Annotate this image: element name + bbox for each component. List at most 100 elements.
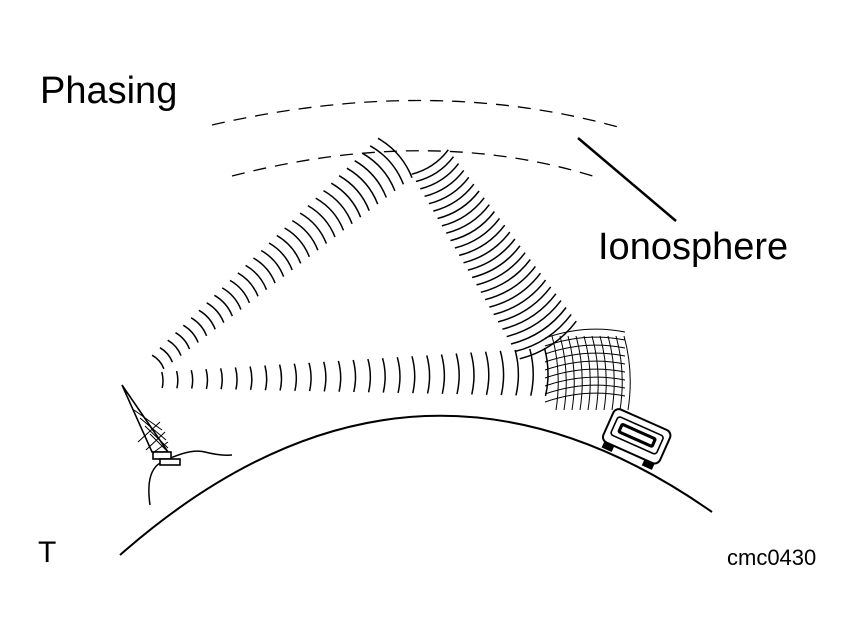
reflected-wave-front — [493, 279, 547, 316]
hatch-line — [544, 368, 626, 379]
ground-wave — [161, 347, 549, 397]
sky-wave-front — [151, 354, 165, 370]
hatch-line — [567, 335, 575, 411]
reflected-wave-front — [497, 286, 552, 323]
reflected-wave-front — [506, 300, 562, 338]
ground-wave-front — [337, 360, 342, 392]
sky-wave-upward — [151, 137, 413, 370]
ground-wave-front — [190, 370, 194, 389]
hatch-line — [623, 335, 631, 411]
reflected-wave-front — [519, 320, 577, 360]
interference-zone — [544, 328, 631, 411]
hatch-line — [544, 328, 626, 339]
reflected-wave-front — [415, 156, 455, 183]
sky-wave-front — [245, 264, 268, 290]
earth-mound — [148, 450, 233, 506]
reflected-wave-front — [454, 217, 501, 249]
reflected-wave-front — [446, 204, 490, 234]
reflected-wave-front — [489, 272, 542, 308]
hatch-line — [583, 335, 591, 411]
reflected-wave-front — [450, 211, 495, 242]
reflected-wave-front — [476, 252, 526, 286]
reflected-wave-front — [441, 197, 485, 227]
ground-wave-front — [529, 348, 534, 396]
reflected-wave-front — [411, 149, 449, 175]
sky-wave-front — [182, 324, 199, 343]
hatch-line — [544, 392, 626, 403]
sky-wave-front — [346, 167, 379, 205]
ground-wave-front — [411, 356, 416, 394]
ground-wave-front — [161, 371, 164, 389]
hatch-line — [544, 384, 626, 395]
sky-wave-front — [323, 189, 353, 225]
ground-wave-front — [234, 367, 238, 390]
sky-wave-front — [362, 152, 396, 192]
ground-wave-front — [440, 354, 446, 394]
sky-wave-front — [307, 204, 336, 238]
ground-wave-front — [175, 370, 179, 389]
sky-wave-downward — [411, 149, 577, 360]
reflected-wave-front — [428, 176, 470, 205]
sky-wave-front — [260, 249, 285, 277]
sky-wave-front — [214, 294, 233, 317]
reflected-wave-front — [502, 293, 557, 330]
sky-wave-front — [354, 160, 387, 198]
reflected-wave-front — [459, 224, 506, 257]
sky-wave-front — [369, 145, 405, 185]
ionosphere-upper-layer — [211, 99, 619, 128]
reflected-wave-front — [467, 238, 516, 271]
sky-wave-front — [377, 137, 413, 178]
sky-wave-front — [284, 227, 310, 258]
sky-wave-front — [315, 197, 345, 231]
reflected-wave-front — [471, 245, 521, 279]
hatch-line — [544, 352, 626, 363]
hatch-line — [599, 335, 607, 411]
diagram-title: Phasing — [40, 70, 178, 112]
sky-wave-front — [206, 302, 225, 323]
corner-mark: T — [38, 536, 57, 569]
sky-wave-front — [229, 279, 251, 304]
ground-wave-front — [322, 361, 327, 392]
sky-wave-front — [190, 317, 208, 337]
radio-tower-icon — [121, 384, 181, 466]
reflected-wave-front — [480, 259, 531, 294]
ground-wave-front — [367, 358, 372, 393]
ground-wave-front — [219, 368, 223, 390]
reflected-wave-front — [420, 163, 460, 190]
ground-wave-front — [470, 352, 475, 395]
reflected-wave-front — [463, 231, 511, 264]
reflected-wave-front — [433, 183, 475, 212]
sky-wave-front — [299, 212, 328, 244]
ground-wave-front — [396, 357, 401, 394]
sky-wave-front — [237, 272, 259, 297]
car-receiver-icon — [601, 408, 672, 470]
ground-wave-front — [514, 349, 520, 396]
ground-wave-front — [293, 363, 298, 391]
sky-wave-front — [167, 339, 182, 356]
ionosphere-leader-line — [577, 137, 677, 222]
sky-wave-front — [338, 175, 370, 211]
sky-wave-front — [198, 309, 216, 330]
figure-code: cmc0430 — [727, 545, 817, 570]
hatch-line — [544, 376, 626, 387]
ground-wave-front — [205, 369, 209, 390]
ground-wave-front — [499, 350, 505, 396]
hatch-line — [544, 344, 626, 355]
sky-wave-front — [291, 219, 319, 251]
sky-wave-front — [253, 257, 276, 284]
hatch-line — [559, 335, 567, 411]
sky-wave-front — [221, 287, 242, 310]
hatch-line — [615, 335, 623, 411]
earth-surface — [119, 414, 713, 556]
sky-wave-front — [268, 242, 293, 271]
reflected-wave-front — [484, 265, 536, 301]
ionosphere-label: Ionosphere — [598, 226, 789, 268]
ground-wave-front — [543, 347, 549, 397]
reflected-wave-front — [437, 190, 480, 220]
hatch-line — [591, 335, 599, 411]
ground-wave-front — [264, 365, 268, 391]
sky-wave-front — [330, 182, 362, 218]
sky-wave-front — [159, 347, 174, 363]
ground-wave-front — [308, 362, 312, 392]
